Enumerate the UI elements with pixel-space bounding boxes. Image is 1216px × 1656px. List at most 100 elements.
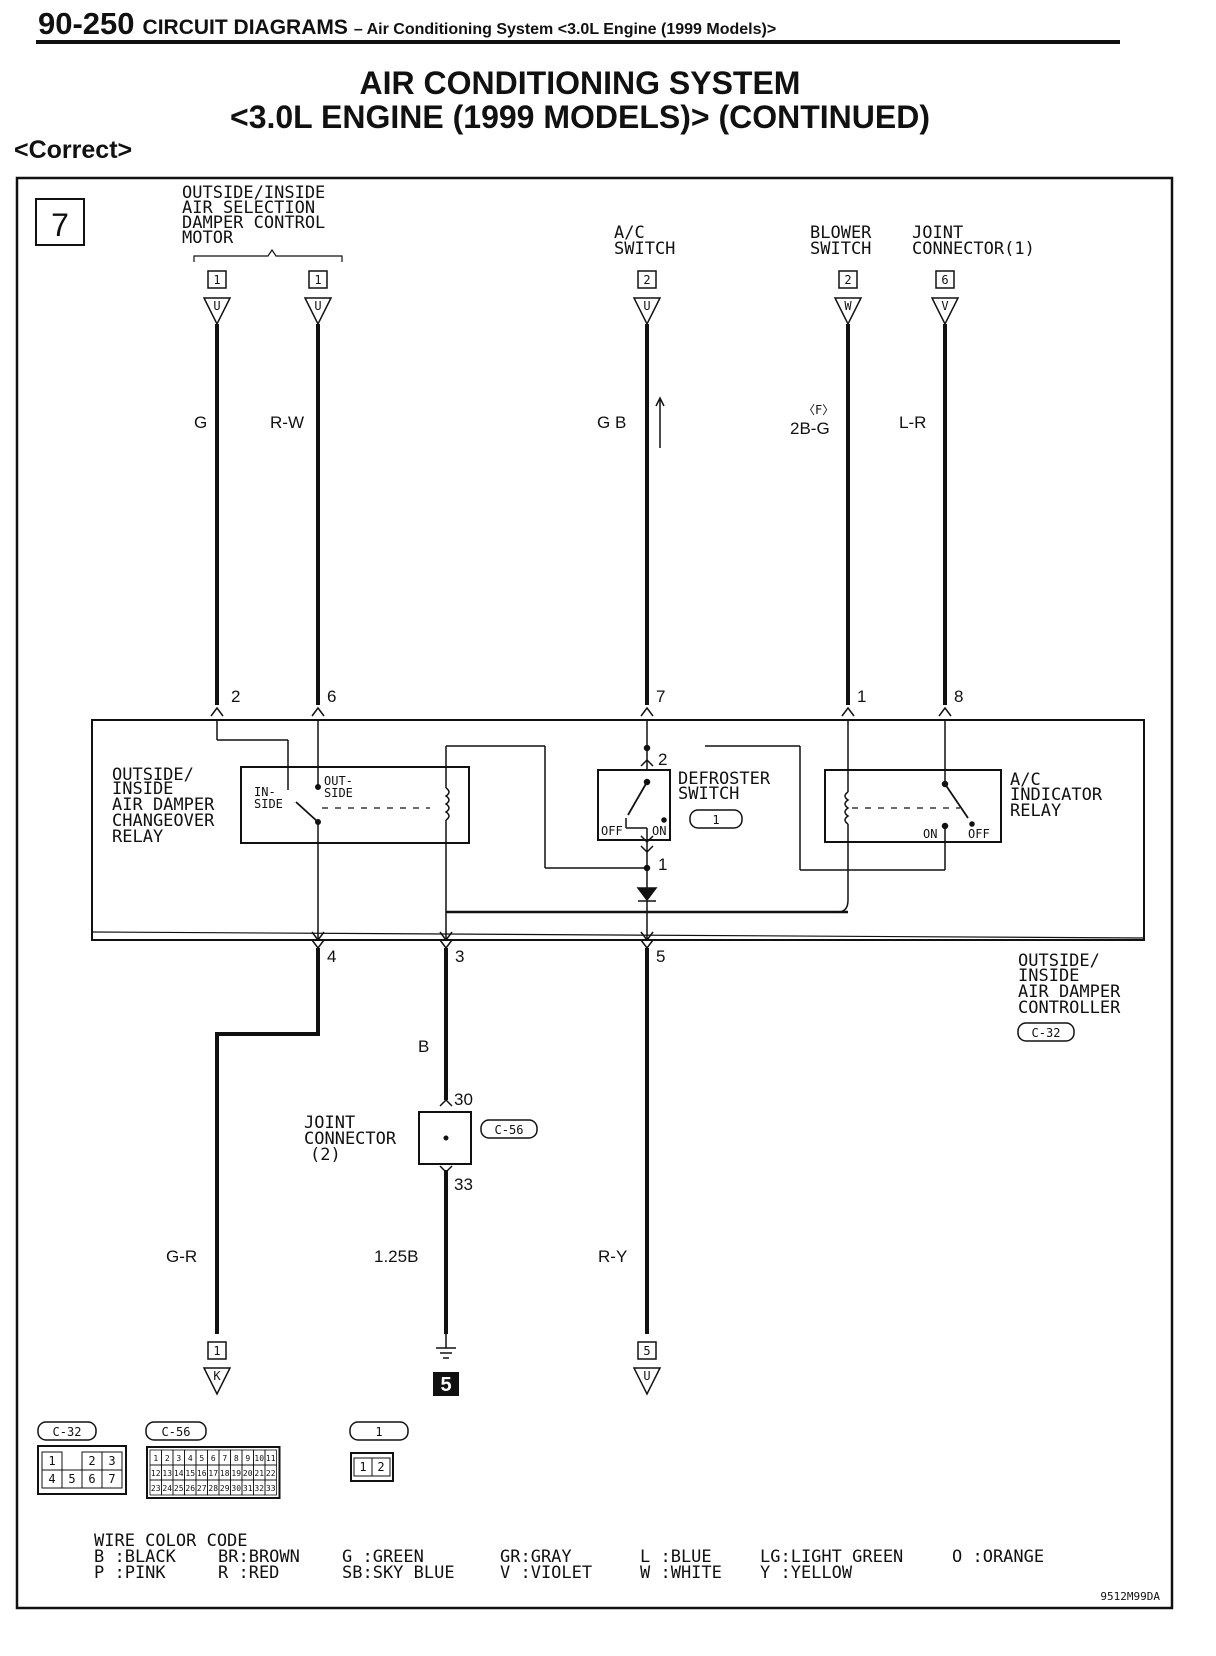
c56-pin-cell: 13 (161, 1464, 174, 1481)
c56-pin-cell: 14 (172, 1464, 185, 1481)
terminal-33: 33 (454, 1175, 473, 1194)
title-line-2: <3.0L ENGINE (1999 MODELS)> (CONTINUED) (230, 99, 930, 135)
relay-off-label: OFF (968, 827, 990, 841)
color-code-entry: L :BLUE (640, 1547, 712, 1567)
svg-text:5: 5 (440, 1374, 451, 1396)
wire-label-ry: R-Y (598, 1247, 627, 1266)
wire-label-2bg: 2B-G (790, 419, 830, 438)
joint2-connector-tag: C-56 (480, 1119, 538, 1139)
svg-text:1: 1 (213, 1344, 220, 1358)
svg-text:23: 23 (151, 1484, 161, 1493)
c56-pin-cell: 20 (241, 1464, 254, 1481)
svg-text:6: 6 (88, 1472, 95, 1486)
section-title: CIRCUIT DIAGRAMS (142, 16, 348, 39)
color-code-entry: SB:SKY BLUE (342, 1563, 455, 1583)
c56-pin-cell: 5 (195, 1449, 208, 1466)
c32-pin-cell: 1 (41, 1451, 63, 1471)
controller-box (91, 719, 1145, 941)
color-code-entry: BR:BROWN (218, 1547, 300, 1567)
svg-text:24: 24 (162, 1484, 172, 1493)
svg-text:28: 28 (208, 1484, 218, 1493)
svg-text:32: 32 (254, 1484, 264, 1493)
wires-top (215, 324, 947, 705)
svg-text:C-32: C-32 (1032, 1026, 1061, 1040)
wire-label-b: B (418, 1037, 429, 1056)
ground-reference: 5 (433, 1372, 459, 1396)
svg-text:1: 1 (213, 273, 220, 287)
svg-text:20: 20 (243, 1469, 253, 1478)
c56-pin-cell: 12 (149, 1464, 162, 1481)
color-code-entry: W :WHITE (640, 1563, 722, 1583)
c56-pin-cell: 3 (172, 1449, 185, 1466)
terminal-4: 4 (327, 947, 336, 966)
c56-pin-cell: 33 (264, 1479, 277, 1496)
svg-text:26: 26 (185, 1484, 195, 1493)
joint-connector-2-marks (439, 1098, 453, 1174)
color-code-heading: WIRE COLOR CODE (94, 1531, 248, 1551)
c56-pin-cell: 30 (230, 1479, 243, 1496)
wires-bottom (215, 948, 649, 1334)
svg-text:5: 5 (643, 1344, 650, 1358)
c32-pin-cell: 2 (81, 1451, 103, 1471)
svg-text:14: 14 (174, 1469, 184, 1478)
svg-text:9: 9 (245, 1454, 250, 1463)
svg-text:U: U (314, 299, 321, 313)
color-code-entry: G :GREEN (342, 1547, 424, 1567)
c56-pin-cell: 6 (207, 1449, 220, 1466)
svg-text:C-56: C-56 (162, 1425, 191, 1439)
pin-box-blower: 2 (838, 270, 858, 289)
terminal-6: 6 (327, 687, 336, 706)
svg-text:25: 25 (174, 1484, 184, 1493)
terminal-30: 30 (454, 1090, 473, 1109)
svg-text:V: V (941, 299, 948, 313)
section-subtitle: – Air Conditioning System <3.0L Engine (… (353, 21, 777, 38)
c56-pin-cell: 22 (264, 1464, 277, 1481)
c32-pin-cell: 3 (101, 1451, 123, 1471)
svg-text:21: 21 (254, 1469, 264, 1478)
joint-connector-2-label: JOINT CONNECTOR (2) (304, 1113, 406, 1165)
changeover-relay-box (240, 766, 470, 844)
c56-pin-cell: 2 (161, 1449, 174, 1466)
defroster-switch-label: DEFROSTER SWITCH (678, 769, 780, 804)
svg-text:1: 1 (712, 813, 719, 827)
controller-label: OUTSIDE/ INSIDE AIR DAMPER CONTROLLER (1018, 951, 1131, 1018)
svg-text:2: 2 (88, 1454, 95, 1468)
header-rule (36, 40, 1120, 44)
svg-text:U: U (643, 299, 650, 313)
c56-pin-cell: 32 (253, 1479, 266, 1496)
svg-text:2: 2 (643, 273, 650, 287)
svg-text:22: 22 (266, 1469, 276, 1478)
c56-pin-cell: 29 (218, 1479, 231, 1496)
svg-text:27: 27 (197, 1484, 207, 1493)
arrow-connector-blower: W (833, 297, 863, 326)
svg-text:12: 12 (151, 1469, 161, 1478)
title-line-1: AIR CONDITIONING SYSTEM (359, 65, 801, 101)
switch-terminal-1: 1 (658, 855, 667, 874)
arrow-connector-motor-right: U (303, 297, 333, 326)
svg-text:C-32: C-32 (53, 1425, 82, 1439)
terminal-8: 8 (954, 687, 963, 706)
color-code-entry: O :ORANGE (952, 1547, 1044, 1567)
svg-text:3: 3 (108, 1454, 115, 1468)
c56-pin-cell: 26 (184, 1479, 197, 1496)
pin-box-motor-right: 1 (308, 270, 328, 289)
terminal-1: 1 (857, 687, 866, 706)
c56-pin-cell: 19 (230, 1464, 243, 1481)
switch-on-label: ON (652, 824, 666, 838)
c56-pin-cell: 24 (161, 1479, 174, 1496)
joint-connector-2-node (443, 1135, 449, 1141)
c56-pin-cell: 23 (149, 1479, 162, 1496)
color-code-entry: B :BLACK (94, 1547, 177, 1567)
svg-text:2: 2 (844, 273, 851, 287)
box-number-frame (35, 198, 85, 246)
svg-text:1: 1 (48, 1454, 55, 1468)
c56-pin-cell: 27 (195, 1479, 208, 1496)
diagram-title: AIR CONDITIONING SYSTEM <3.0L ENGINE (19… (160, 66, 1000, 134)
svg-text:15: 15 (185, 1469, 195, 1478)
c56-pin-cell: 1 (149, 1449, 162, 1466)
c32-pin-cell: 5 (61, 1469, 83, 1489)
controller-connector-tag: C-32 (1017, 1022, 1075, 1042)
